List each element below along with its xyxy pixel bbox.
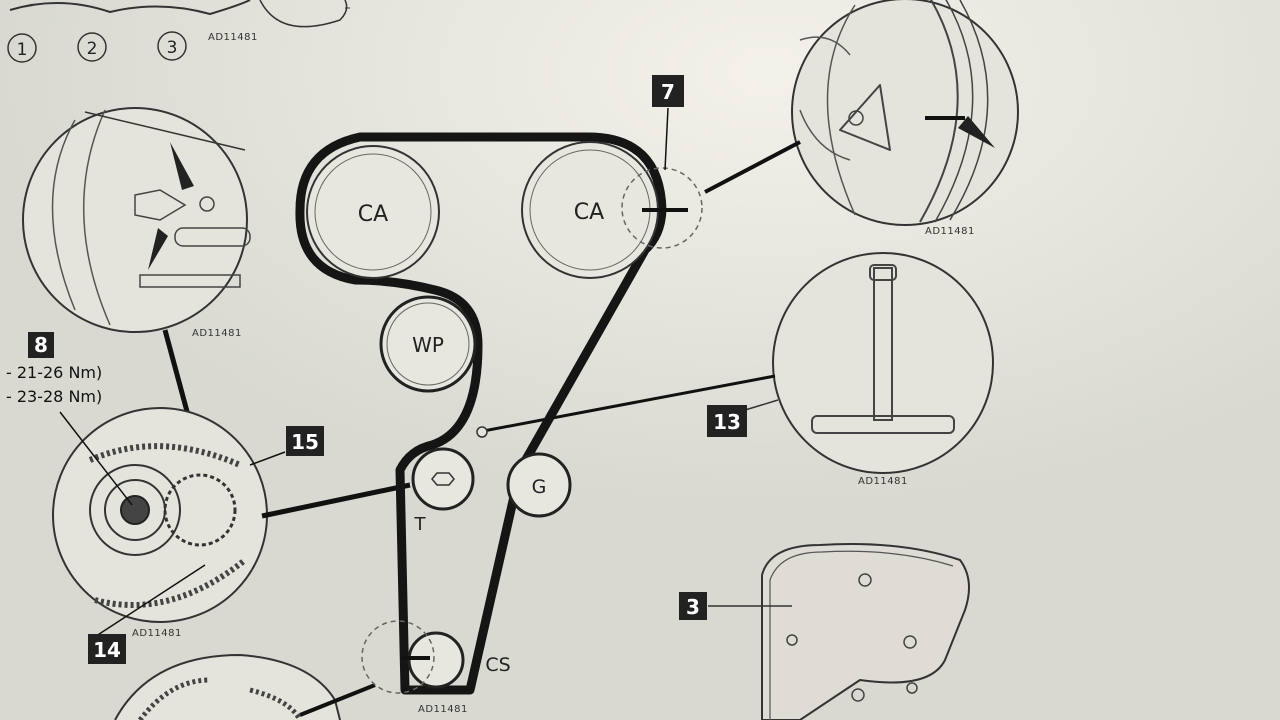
- timing-belt-main: [295, 132, 667, 695]
- pulley-label: T: [414, 514, 427, 535]
- figure-code-tool: AD11481: [858, 476, 908, 487]
- step-marker-3: 3: [157, 31, 187, 61]
- detail-tensioner: AD11481: [52, 407, 411, 641]
- torque-line-2: - 23-28 Nm): [6, 387, 102, 406]
- timing-mark-cam: [621, 167, 703, 249]
- callout-number: 8: [34, 333, 48, 357]
- timing-mark-crank: [361, 620, 435, 694]
- pulley-label: CA: [358, 202, 388, 227]
- figure-code-tensioner: AD11481: [132, 628, 182, 639]
- detail-cam-marks: AD11481: [22, 107, 251, 479]
- arrow-icon: [958, 116, 995, 148]
- timing-cover-3: [708, 543, 970, 720]
- pulley-label: CA: [574, 200, 604, 225]
- callout-number: 14: [93, 638, 121, 662]
- callout-15: 15: [286, 426, 324, 456]
- pulley-label: CS: [485, 654, 510, 676]
- step-marker-1: 1: [7, 33, 37, 63]
- callout-number: 3: [686, 595, 700, 619]
- callout-3: 3: [679, 592, 707, 620]
- callout-13: 13: [707, 405, 747, 437]
- figure-code-detail-left: AD11481: [192, 328, 242, 339]
- callout-8: 8: [28, 332, 54, 358]
- figure-code-detail-right: AD11481: [925, 226, 975, 237]
- step-label: 1: [17, 40, 28, 60]
- callout-number: 7: [661, 80, 675, 104]
- callout-14: 14: [88, 634, 126, 664]
- pulley-crankshaft: CS: [407, 631, 511, 689]
- figure-code-top: AD11481: [208, 32, 258, 43]
- callout-number: 13: [713, 410, 741, 434]
- torque-line-1: - 21-26 Nm): [6, 363, 102, 382]
- detail-tool-13: AD11481: [476, 252, 994, 487]
- pulley-ca-right: CA: [521, 141, 659, 279]
- pulley-idler: G: [506, 452, 572, 518]
- pulley-label: G: [532, 476, 547, 498]
- figure-code-bottom: AD11481: [418, 704, 468, 715]
- top-strip: 1 2 3 AD11481: [7, 0, 350, 63]
- detail-mark-7: AD11481: [704, 0, 1019, 237]
- step-label: 3: [167, 38, 178, 58]
- step-label: 2: [87, 39, 98, 59]
- hex-bolt-icon: [431, 472, 455, 486]
- arrow-icon: [148, 228, 168, 270]
- callout-number: 15: [291, 430, 319, 454]
- detail-bottom: [114, 653, 376, 720]
- pulley-label: WP: [412, 333, 444, 357]
- pulley-ca-left: CA: [306, 145, 440, 279]
- arrow-icon: [170, 142, 194, 190]
- callout-7: 7: [652, 75, 684, 171]
- step-marker-2: 2: [77, 32, 107, 62]
- pulley-water-pump: WP: [379, 295, 477, 393]
- pulley-tensioner: T: [411, 447, 475, 535]
